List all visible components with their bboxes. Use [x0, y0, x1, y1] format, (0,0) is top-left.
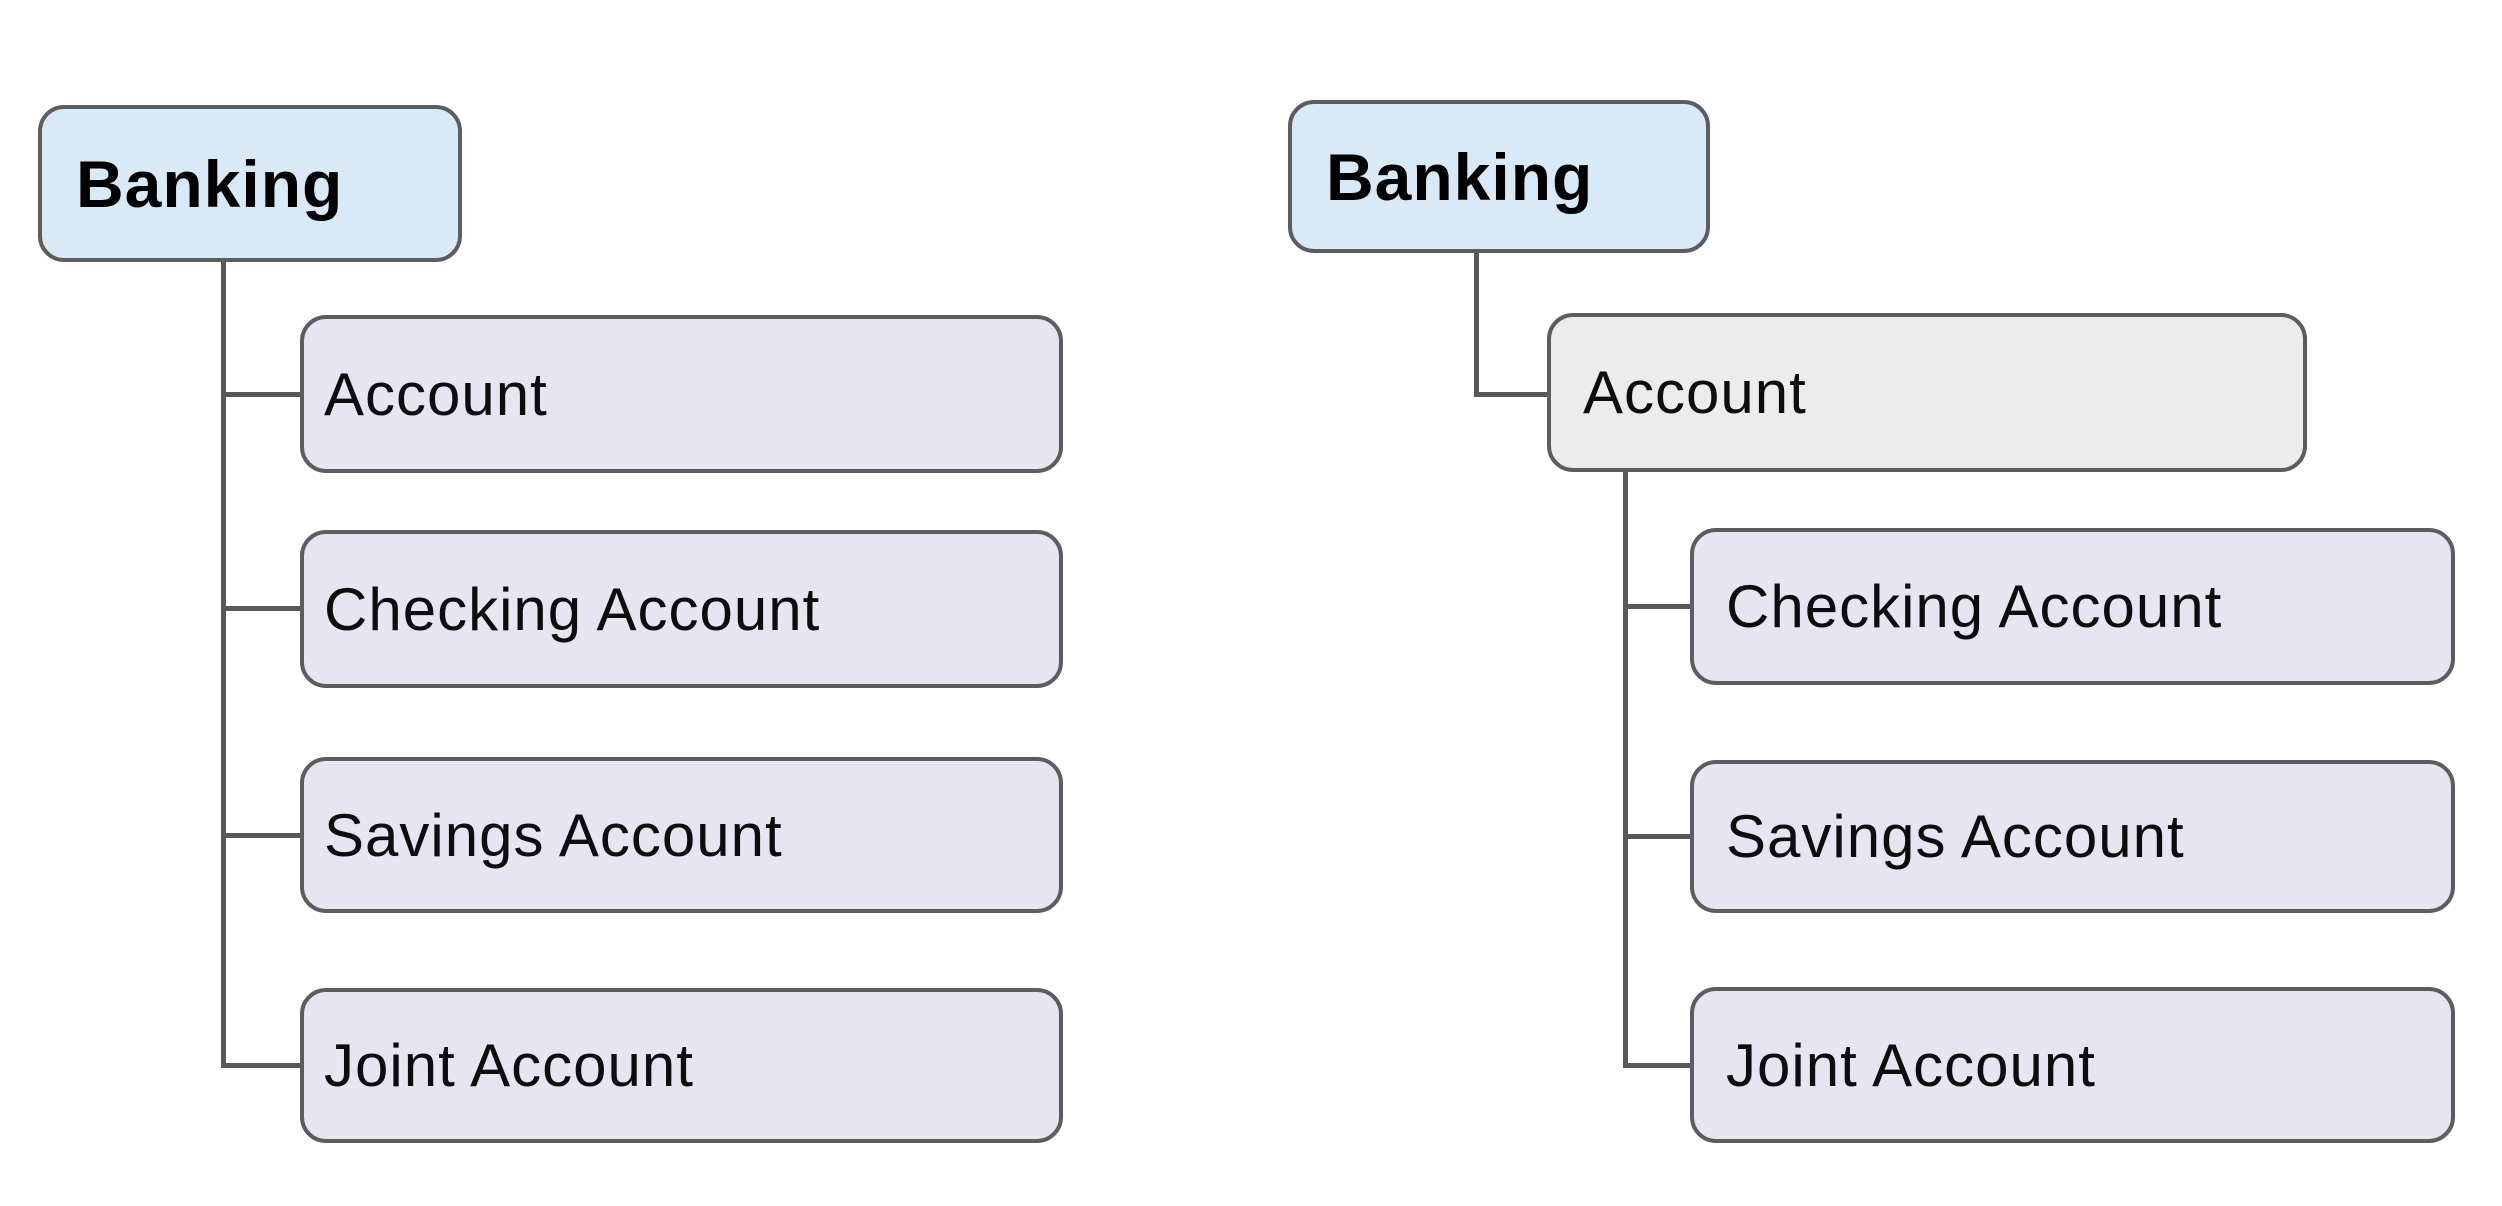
left-root-node-banking[interactable]: Banking [38, 105, 462, 262]
right-child-node-savings-account[interactable]: Savings Account [1690, 760, 2455, 913]
node-label: Account [324, 360, 548, 428]
node-label: Joint Account [1726, 1031, 2096, 1099]
node-label: Checking Account [324, 575, 821, 643]
right-child-node-checking-account[interactable]: Checking Account [1690, 528, 2455, 685]
left-branch-connector-checking [221, 606, 300, 611]
left-branch-connector-savings [221, 833, 300, 838]
right-branch-connector-savings [1623, 834, 1690, 839]
right-branch-connector-checking [1623, 604, 1690, 609]
right-child-node-joint-account[interactable]: Joint Account [1690, 987, 2455, 1143]
left-child-node-checking-account[interactable]: Checking Account [300, 530, 1063, 688]
node-label: Checking Account [1726, 573, 2223, 640]
left-trunk-connector [221, 262, 226, 1067]
right-branch-node-account[interactable]: Account [1547, 313, 2307, 472]
node-label: Banking [1326, 139, 1594, 214]
right-subtrunk-connector [1623, 472, 1628, 1067]
left-child-node-joint-account[interactable]: Joint Account [300, 988, 1063, 1143]
right-branch-connector-account [1474, 392, 1547, 397]
left-branch-connector-joint [221, 1063, 300, 1068]
node-label: Banking [76, 146, 344, 221]
right-branch-connector-joint [1623, 1063, 1690, 1068]
right-trunk-connector [1474, 253, 1479, 395]
node-label: Account [1583, 359, 1807, 426]
left-child-node-account[interactable]: Account [300, 315, 1063, 473]
left-branch-connector-account [221, 392, 300, 397]
node-label: Savings Account [1726, 803, 2185, 870]
right-root-node-banking[interactable]: Banking [1288, 100, 1710, 253]
node-label: Savings Account [324, 801, 783, 869]
node-label: Joint Account [324, 1032, 694, 1099]
left-child-node-savings-account[interactable]: Savings Account [300, 757, 1063, 913]
